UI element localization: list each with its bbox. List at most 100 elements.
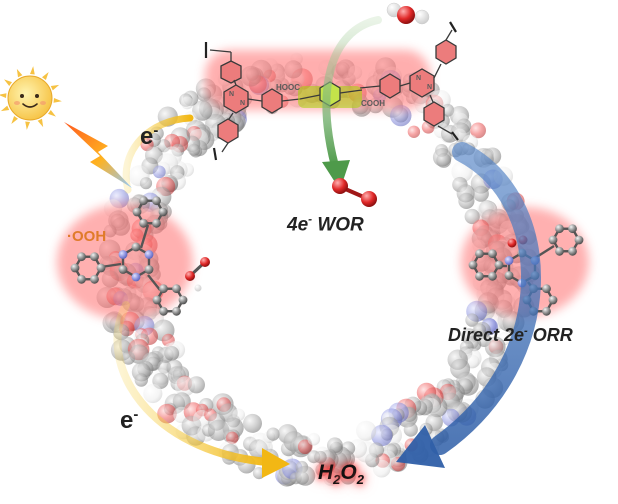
sun-ray [37, 118, 44, 128]
n-label: N [229, 91, 234, 98]
top-chain-end-marks [204, 21, 459, 161]
electron-arrow-bottom [113, 301, 290, 478]
carbon-atom [548, 235, 558, 245]
nitrogen-atom [144, 250, 154, 259]
ring-sphere [314, 450, 327, 464]
ring-sphere [407, 125, 421, 138]
sun-ray [0, 93, 7, 98]
hooc-label: HOOC [276, 83, 300, 92]
carbon-atom [548, 295, 558, 305]
carbon-atom [555, 246, 564, 256]
sun-ray [11, 115, 18, 124]
ring-sphere [134, 373, 148, 387]
water-molecule-icon [386, 2, 430, 25]
cooh-label: COOH [361, 99, 385, 108]
sun-ray [47, 110, 56, 117]
carbon-atom [77, 252, 86, 262]
ooh-radical-label: ·OOH [67, 228, 107, 245]
carbon-atom [494, 260, 504, 270]
n-label: N [416, 75, 421, 82]
ring-sphere [390, 104, 412, 127]
ring-sphere [307, 432, 321, 446]
ring-sphere [192, 100, 213, 121]
carbon-atom [172, 284, 181, 294]
carbon-atom [90, 274, 99, 284]
carbon-atom [468, 260, 478, 270]
top-right-lower-phenyl-ring [423, 101, 445, 127]
ring-sphere [315, 463, 329, 477]
carbon-atom [118, 265, 128, 274]
wor-arrow [322, 16, 382, 190]
carbon-atom [504, 271, 514, 280]
n-label: N [427, 84, 432, 91]
top-right-triazine-ring [409, 68, 435, 98]
ring-sphere [297, 439, 313, 455]
top-left-linker-phenyl [261, 88, 283, 114]
ring-sphere [472, 185, 489, 202]
ring-sphere [403, 422, 418, 437]
carbon-atom [131, 242, 141, 252]
carbon-atom [568, 246, 577, 256]
ring-sphere [470, 122, 486, 139]
bond [139, 224, 150, 249]
wor-label: 4e- WOR [287, 213, 364, 236]
carbon-atom [488, 249, 497, 259]
lightning-bolt-icon [64, 122, 132, 188]
ring-sphere [323, 471, 338, 486]
bond [147, 274, 161, 291]
left-triazine-site [57, 196, 210, 320]
carbon-atom [139, 196, 148, 206]
carbon-atom [568, 224, 577, 234]
electron-label-bottom: e- [120, 407, 139, 434]
ring-sphere [465, 313, 479, 327]
carbon-atom [159, 306, 168, 316]
top-right-linker-phenyl [379, 73, 401, 99]
carbon-atom [555, 224, 564, 234]
carbon-atom [152, 295, 162, 305]
top-linker-structure: HOOC COOH N N N N [204, 21, 459, 161]
ring-sphere [225, 431, 239, 445]
carbon-atom [475, 271, 484, 281]
carbon-atom [542, 306, 551, 316]
orr-arrow [396, 142, 541, 468]
ring-sphere [458, 192, 475, 209]
carbon-atom [159, 284, 168, 294]
ring-sphere [139, 177, 153, 190]
top-left-lower-phenyl-ring [217, 118, 239, 144]
sun-ray [53, 98, 62, 103]
nitrogen-atom [504, 256, 514, 265]
top-right-phenyl-ring [435, 39, 457, 65]
sun-icon [0, 66, 62, 130]
sun-ray [50, 84, 60, 91]
carbon-atom [139, 218, 148, 228]
carbon-atom [574, 235, 584, 245]
ring-sphere [464, 208, 480, 225]
ring-sphere [266, 427, 280, 441]
carbon-atom [488, 271, 497, 281]
sun-ray [25, 121, 30, 130]
carbon-atom [152, 218, 161, 228]
ring-sphere [152, 165, 166, 179]
ring-sphere [243, 413, 262, 433]
electron-label-top: e- [140, 123, 159, 150]
carbon-atom [178, 295, 188, 305]
carbon-atom [132, 207, 142, 217]
sun-ray [30, 66, 35, 75]
carbon-atom [96, 263, 106, 273]
ring-sphere [371, 424, 393, 447]
ring-sphere [164, 346, 180, 361]
electron-arrow-top [122, 114, 194, 194]
carbon-atom [90, 252, 99, 262]
ooh-intermediate [185, 257, 210, 292]
sun-ray [16, 68, 23, 78]
ring-sphere [188, 143, 201, 156]
ring-sphere [143, 383, 163, 404]
carbon-atom [144, 265, 154, 274]
top-left-triazine-ring [223, 84, 249, 114]
sun-ray [0, 105, 10, 112]
ring-sphere [436, 153, 452, 168]
orr-label: Direct 2e- ORR [448, 325, 573, 345]
carbon-atom [70, 263, 80, 273]
ring-sphere [356, 420, 377, 441]
